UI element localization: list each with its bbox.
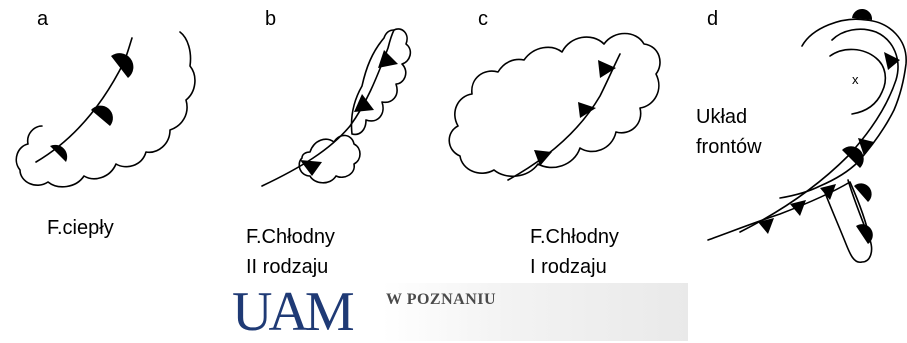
cloud-outline-b-upper — [351, 29, 410, 134]
cloud-outline-c — [449, 34, 660, 177]
warm-front-symbol-a2 — [91, 106, 113, 126]
front-line-d-main — [740, 29, 898, 232]
logo-mark: UAM — [232, 283, 351, 341]
logo-text: W POZNANIU — [386, 291, 496, 309]
warm-front-symbol-a1 — [111, 53, 133, 78]
cloud-outline-b-lower — [299, 135, 360, 182]
cold-front-symbol-c1 — [598, 60, 616, 78]
cloud-outline-d-spiral — [780, 19, 906, 198]
cloud-outline-d-bottom — [708, 182, 872, 262]
warm-front-symbol-d1 — [852, 9, 872, 20]
cold-front-symbol-c3 — [534, 150, 552, 166]
warm-front-symbol-a3 — [50, 145, 67, 162]
cold-front-symbol-d3 — [820, 184, 836, 200]
university-logo: UAM W POZNANIU — [232, 283, 688, 341]
warm-front-symbol-d2 — [842, 146, 864, 168]
low-pressure-center-mark: x — [852, 72, 859, 87]
warm-front-symbol-d4 — [856, 224, 873, 244]
cold-front-symbol-b1 — [378, 50, 398, 68]
